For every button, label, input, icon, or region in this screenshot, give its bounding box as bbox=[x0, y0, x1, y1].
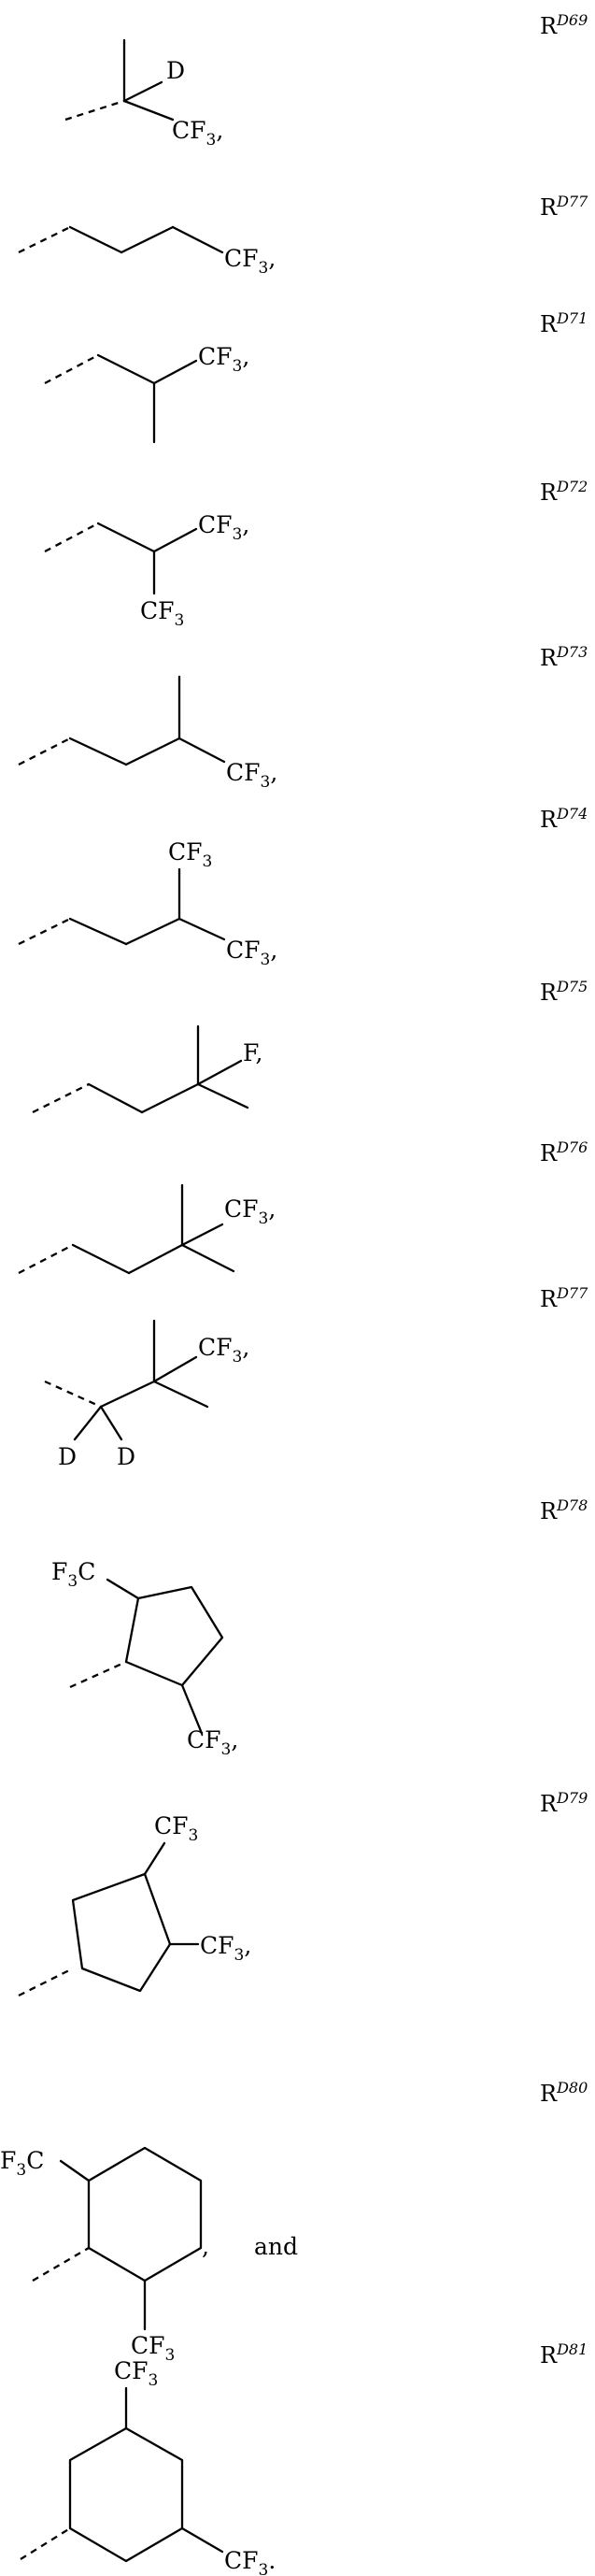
structure-rd73: CF3, RD73 bbox=[19, 643, 588, 792]
structure-rd77-deuterated: CF3, D D RD77 bbox=[45, 1284, 588, 1470]
cf3-group-top: CF3, bbox=[198, 511, 249, 544]
cf3-group-right: CF3. bbox=[224, 2547, 276, 2576]
structure-rd81: CF3 CF3. RD81 bbox=[21, 2340, 588, 2576]
fluorine-label: F, bbox=[243, 1039, 262, 1066]
r-label-rd80: RD80 bbox=[540, 2079, 588, 2107]
structure-rd79: CF3 CF3, RD79 bbox=[19, 1789, 588, 1996]
cf3-group: CF3, bbox=[198, 1334, 249, 1367]
cf3-group-bottom: CF3 bbox=[140, 597, 184, 630]
cf3-group-top: CF3 bbox=[168, 838, 212, 871]
structure-rd74: CF3 CF3, RD74 bbox=[19, 805, 588, 969]
comma-mark: , bbox=[202, 2233, 209, 2260]
structure-rd69: D CF3, RD69 bbox=[65, 11, 588, 150]
structure-rd72: CF3, CF3 RD72 bbox=[45, 478, 588, 630]
cf3-group: CF3, bbox=[198, 343, 249, 376]
cf3-group: CF3, bbox=[224, 1195, 276, 1228]
structure-rd77-chain: CF3, RD77 bbox=[19, 193, 588, 278]
structure-rd80: F3C CF3 , and RD80 bbox=[0, 2079, 588, 2365]
cf3-group-top: CF3 bbox=[154, 1812, 198, 1845]
f3c-group: F3C bbox=[51, 1558, 95, 1591]
deuterium-label: D bbox=[166, 57, 185, 84]
structure-rd76: CF3, RD76 bbox=[19, 1138, 588, 1273]
cf3-group-top: CF3 bbox=[114, 2357, 158, 2390]
structure-rd71: CF3, RD71 bbox=[45, 309, 588, 442]
r-label-rd77: RD77 bbox=[540, 193, 588, 221]
r-label-rd76: RD76 bbox=[540, 1138, 588, 1166]
structure-rd75: F, RD75 bbox=[33, 978, 588, 1112]
r-label-rd79: RD79 bbox=[540, 1789, 588, 1817]
conjunction-and: and bbox=[254, 2233, 298, 2260]
cf3-group-right: CF3, bbox=[200, 1932, 251, 1965]
r-label-rd74: RD74 bbox=[540, 805, 588, 833]
r-label-rd81: RD81 bbox=[540, 2340, 588, 2368]
r-label-rd69: RD69 bbox=[540, 11, 588, 39]
cf3-group: CF3, bbox=[187, 1726, 238, 1759]
f3c-group: F3C bbox=[0, 2147, 44, 2180]
r-label-rd75: RD75 bbox=[540, 978, 588, 1006]
r-label-rd77-second: RD77 bbox=[540, 1284, 588, 1312]
cf3-group: CF3, bbox=[172, 117, 223, 150]
r-label-rd71: RD71 bbox=[540, 309, 588, 337]
r-label-rd78: RD78 bbox=[540, 1496, 588, 1524]
r-label-rd73: RD73 bbox=[540, 643, 588, 671]
structure-rd78: F3C CF3, RD78 bbox=[51, 1496, 588, 1759]
cf3-group-right: CF3, bbox=[226, 937, 277, 969]
cf3-group: CF3, bbox=[226, 759, 277, 792]
deuterium-label-left: D bbox=[58, 1443, 77, 1470]
deuterium-label-right: D bbox=[117, 1443, 135, 1470]
cf3-group: CF3, bbox=[224, 245, 276, 278]
r-label-rd72: RD72 bbox=[540, 478, 588, 506]
